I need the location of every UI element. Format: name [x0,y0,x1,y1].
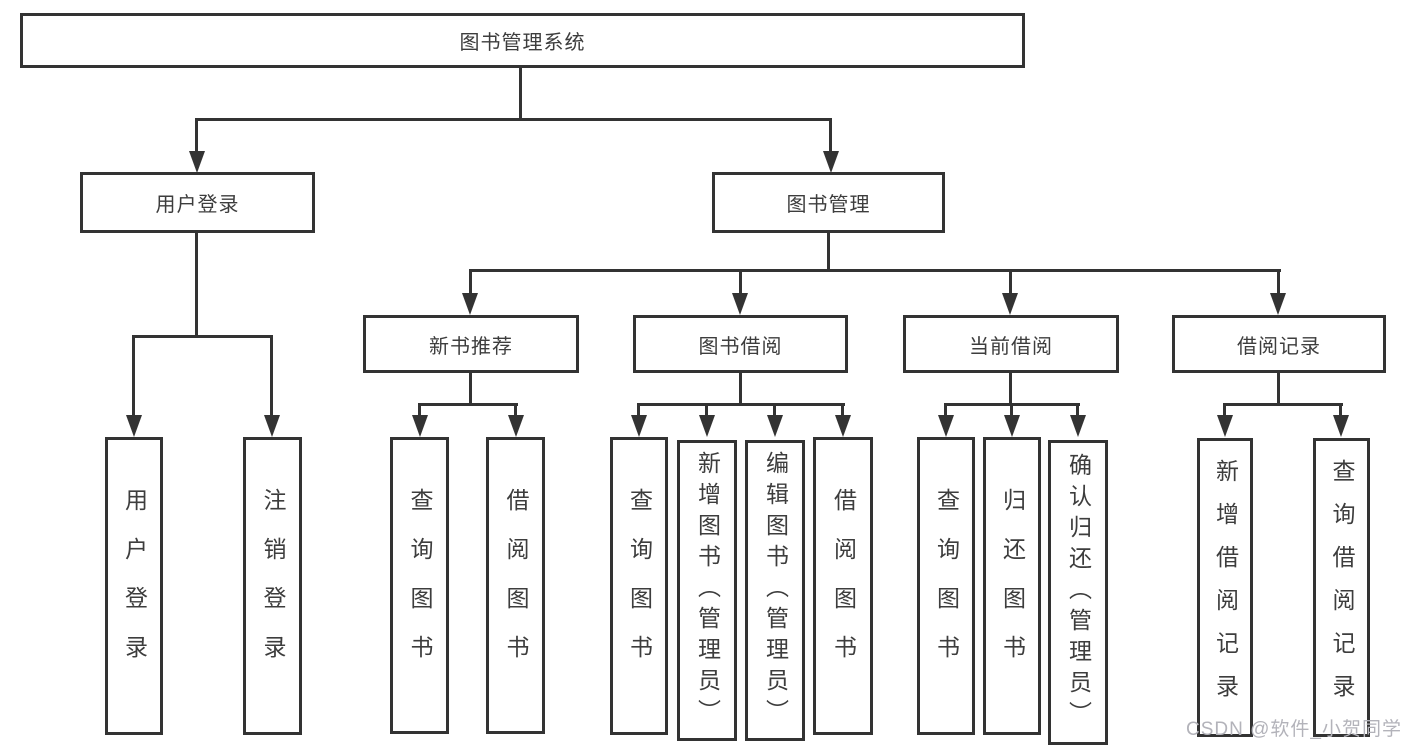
node-borrow-record: 借阅记录 [1172,315,1386,373]
leaf-cur-return-book: 归还图书 [983,437,1041,735]
edge-mgmt-stem [827,232,830,272]
leaf-bor-query-book: 查询图书 [610,437,668,735]
arrowhead-to-new-book-recommend [462,293,478,315]
arrowhead-to-user-login [189,151,205,173]
leaf-cur-query-book: 查询图书 [917,437,975,735]
leaf-bor-borrow-book-label: 借阅图书 [830,488,857,684]
leaf-bor-query-book-label: 查询图书 [626,488,653,684]
leaf-logout: 注销登录 [243,437,302,735]
arrowhead-to-recd-add-record [1217,415,1233,437]
arrowhead-to-book-management [823,151,839,173]
edge-cur-bar [944,403,1080,406]
arrowhead-to-rec-borrow-book [508,415,524,437]
leaf-recd-add-record-label: 新增借阅记录 [1212,458,1239,717]
edge-mgmt-to-rec-line [469,271,472,295]
edge-rec-drop2 [514,405,517,417]
arrowhead-to-rec-query-book [412,415,428,437]
arrowhead-to-bor-query-book [631,415,647,437]
arrowhead-to-current-borrow [1002,293,1018,315]
edge-recd-drop2 [1339,405,1342,417]
node-book-management: 图书管理 [712,172,945,233]
arrowhead-to-leaf-logout [264,415,280,437]
leaf-rec-query-book-label: 查询图书 [407,487,433,684]
node-new-book-recommend: 新书推荐 [363,315,579,373]
edge-rec-stem [469,373,472,406]
arrowhead-to-cur-confirm-return [1070,415,1086,437]
node-current-borrow: 当前借阅 [903,315,1119,373]
edge-root-stem [519,68,522,120]
edge-cur-stem [1009,373,1012,406]
leaf-cur-return-book-label: 归还图书 [999,488,1026,684]
node-borrow-record-label: 借阅记录 [1237,335,1321,358]
leaf-recd-query-record: 查询借阅记录 [1313,438,1370,737]
edge-rec-bar [418,403,518,406]
edge-login-stem [195,233,198,338]
node-book-borrow-label: 图书借阅 [698,335,783,358]
leaf-user-login: 用户登录 [105,437,163,735]
edge-cur-drop2 [1010,405,1013,417]
edge-root-to-mgmt-line [829,120,832,154]
leaf-rec-query-book: 查询图书 [390,437,449,734]
leaf-bor-add-book-admin-label: 新增图书（管理员） [694,451,721,730]
edge-bor-stem [739,373,742,406]
edge-cur-drop1 [944,405,947,417]
leaf-bor-edit-book-admin-label: 编辑图书（管理员） [762,451,789,730]
node-root-label: 图书管理系统 [459,32,586,54]
leaf-cur-confirm-return-admin: 确认归还（管理员） [1048,440,1108,745]
edge-bor-bar [637,403,845,406]
leaf-bor-add-book-admin: 新增图书（管理员） [677,440,737,741]
edge-mgmt-to-cur-line [1009,271,1012,295]
arrowhead-to-recd-query-record [1333,415,1349,437]
edge-recd-bar [1223,403,1343,406]
node-new-book-recommend-label: 新书推荐 [429,335,513,358]
arrowhead-to-cur-return-book [1004,415,1020,437]
node-user-login-label: 用户登录 [155,194,240,216]
edge-bor-drop2 [705,405,708,417]
leaf-recd-add-record: 新增借阅记录 [1197,438,1253,737]
arrowhead-to-bor-borrow-book [835,415,851,437]
arrowhead-to-leaf-user-login [126,415,142,437]
leaf-cur-query-book-label: 查询图书 [933,488,960,684]
edge-recd-drop1 [1223,405,1226,417]
leaf-bor-borrow-book: 借阅图书 [813,437,873,735]
arrowhead-to-borrow-record [1270,293,1286,315]
edge-bor-drop3 [773,405,776,417]
edge-bor-drop4 [841,405,844,417]
node-root: 图书管理系统 [20,13,1025,68]
edge-mgmt-to-recd-line [1277,271,1280,295]
node-book-borrow: 图书借阅 [633,315,848,373]
leaf-bor-edit-book-admin: 编辑图书（管理员） [745,440,805,741]
leaf-user-login-label: 用户登录 [121,488,148,684]
node-book-management-label: 图书管理 [786,194,871,216]
edge-login-to-leaf1-line [132,337,135,416]
csdn-watermark: CSDN @软件_小贺同学 [1186,719,1402,740]
arrowhead-to-cur-query-book [938,415,954,437]
arrowhead-to-bor-add-book [699,415,715,437]
edge-root-bar [195,118,832,121]
edge-cur-drop3 [1076,405,1079,417]
leaf-cur-confirm-return-admin-label: 确认归还（管理员） [1065,453,1092,732]
arrowhead-to-book-borrow [732,293,748,315]
edge-recd-stem [1277,373,1280,406]
leaf-logout-label: 注销登录 [260,488,286,684]
arrowhead-to-bor-edit-book [767,415,783,437]
node-user-login: 用户登录 [80,172,315,233]
leaf-rec-borrow-book-label: 借阅图书 [503,487,529,684]
edge-mgmt-bar [469,269,1281,272]
edge-login-to-leaf2-line [270,337,273,416]
leaf-recd-query-record-label: 查询借阅记录 [1329,458,1355,717]
edge-root-to-login-line [195,120,198,154]
node-current-borrow-label: 当前借阅 [969,335,1053,358]
leaf-rec-borrow-book: 借阅图书 [486,437,545,734]
edge-bor-drop1 [637,405,640,417]
edge-mgmt-to-bor-line [739,271,742,295]
edge-rec-drop1 [418,405,421,417]
edge-login-bar [132,335,273,338]
